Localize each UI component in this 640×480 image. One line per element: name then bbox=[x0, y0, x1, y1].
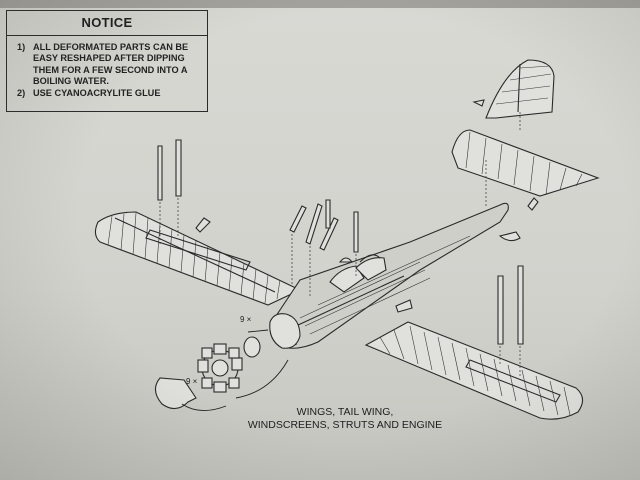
caption-line-2: WINDSCREENS, STRUTS AND ENGINE bbox=[247, 418, 443, 431]
notice-item-number: 1) bbox=[17, 42, 26, 52]
left-wing bbox=[94, 211, 302, 306]
struts-right bbox=[497, 265, 524, 345]
notice-item-2: 2) USE CYANOACRYLITE GLUE bbox=[17, 88, 199, 99]
assembly-arrows bbox=[159, 112, 521, 411]
tail-wing bbox=[451, 59, 600, 197]
radial-engine: 9 × 9 × bbox=[154, 315, 261, 410]
notice-title: NOTICE bbox=[7, 11, 207, 36]
notice-item-text: ALL DEFORMATED PARTS CAN BE EASY RESHAPE… bbox=[33, 42, 189, 87]
diagram-caption: WINGS, TAIL WING, WINDSCREENS, STRUTS AN… bbox=[225, 406, 465, 431]
caption-line-1: WINGS, TAIL WING, bbox=[296, 406, 394, 418]
engine-qty-label: 9 × bbox=[240, 315, 252, 324]
notice-item-number: 2) bbox=[17, 87, 26, 98]
small-parts bbox=[195, 99, 539, 313]
notice-item-1: 1) ALL DEFORMATED PARTS CAN BE EASY RESH… bbox=[17, 42, 199, 88]
right-wing bbox=[364, 321, 584, 420]
notice-box: NOTICE 1) ALL DEFORMATED PARTS CAN BE EA… bbox=[6, 10, 208, 112]
notice-body: 1) ALL DEFORMATED PARTS CAN BE EASY RESH… bbox=[7, 36, 207, 99]
struts-left bbox=[157, 139, 359, 253]
notice-item-text: USE CYANOACRYLITE GLUE bbox=[33, 87, 161, 98]
fuselage bbox=[269, 202, 509, 349]
page-edge bbox=[0, 0, 640, 8]
engine-qty-label-2: 9 × bbox=[186, 377, 198, 386]
